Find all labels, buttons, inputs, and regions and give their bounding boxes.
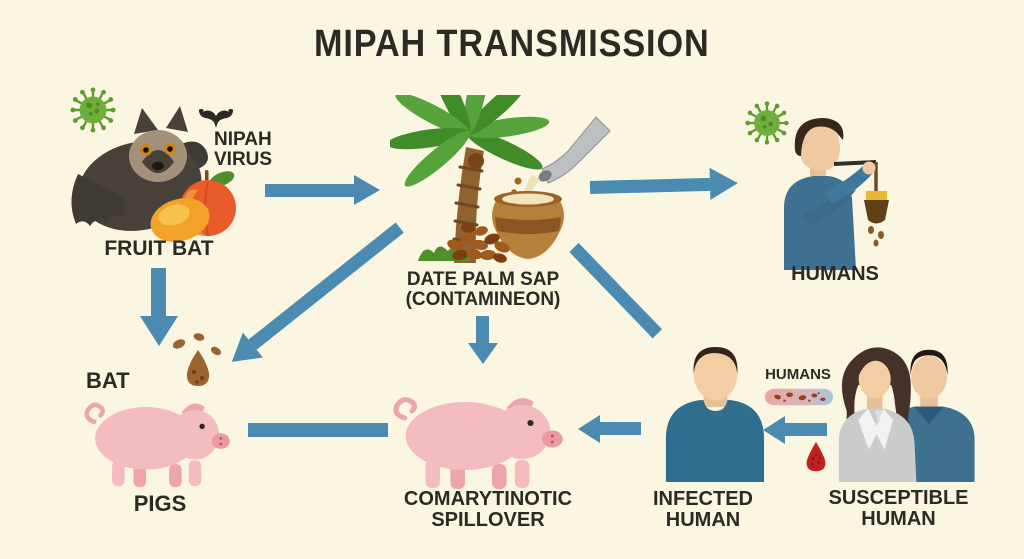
humans-label: HUMANS (791, 263, 879, 285)
nipah-virus-label: NIPAH VIRUS (214, 129, 273, 171)
virus-icon (70, 87, 116, 133)
pigs-label: PIGS (133, 491, 187, 516)
fruit-bat-label: FRUIT BAT (104, 237, 214, 260)
line-spillover-to-pigs (248, 423, 388, 437)
arrow-palm-to-humans (589, 167, 739, 200)
bat-label: BAT (86, 368, 130, 393)
spillover-label: COMARYTINOTIC SPILLOVER (403, 488, 573, 532)
page-title: MIPAH TRANSMISSION (314, 23, 710, 65)
humans-transfer-label: HUMANS (765, 366, 831, 383)
infected-person-illustration (665, 346, 765, 482)
bat-droppings-icon (172, 333, 222, 386)
date-palm-scene (390, 95, 611, 263)
virus-icon (745, 101, 789, 145)
blood-drop-icon (806, 441, 826, 472)
infected-human-label: INFECTED HUMAN (653, 488, 753, 532)
bat-silhouette-icon (198, 108, 234, 128)
pig-icon (393, 397, 563, 489)
pig-icon (84, 402, 230, 488)
dates-icon (447, 223, 510, 263)
susceptible-couple-illustration (838, 347, 975, 482)
mango-fruit-icon (150, 170, 236, 242)
arrow-palm-to-droppings (221, 222, 405, 375)
person-drinking-sap-illustration (784, 118, 889, 270)
susceptible-human-label: SUSCEPTIBLE HUMAN (828, 487, 969, 531)
sap-pot-icon (492, 191, 564, 259)
palm-tree-icon (390, 95, 550, 263)
woman-figure (838, 347, 917, 482)
capsule-icon (764, 388, 834, 406)
date-palm-sap-label: DATE PALM SAP (CONTAMINEON) (405, 269, 561, 311)
